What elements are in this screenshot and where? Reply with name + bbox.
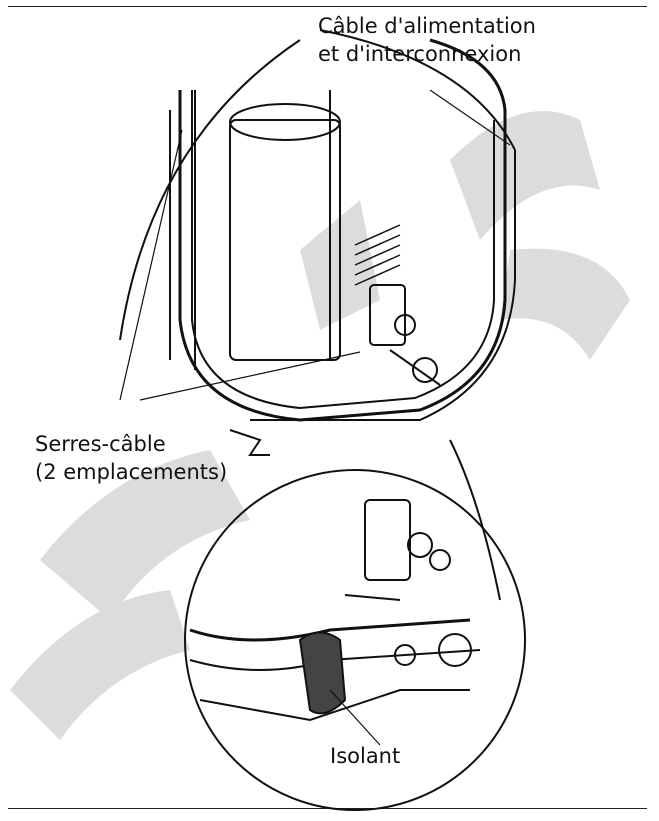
upper-view (119, 29, 516, 456)
cable-label: Câble d'alimentation et d'interconnexion (318, 12, 536, 68)
isolant-label: Isolant (330, 744, 401, 768)
power-cable-inner (191, 90, 495, 410)
leader-serres-1 (119, 129, 183, 401)
leader-serres-2 (139, 351, 361, 401)
watermark (10, 111, 630, 740)
vent-slots (354, 224, 401, 286)
leader-isolant (329, 689, 381, 746)
cable-label-line1: Câble d'alimentation (318, 14, 536, 38)
unit-base (229, 429, 270, 456)
detail-valve-block (364, 499, 411, 581)
power-cable (178, 38, 507, 422)
detail-clamp (344, 594, 401, 601)
magnify-connector (449, 439, 501, 601)
serres-label-line1: Serres-câble (35, 432, 166, 456)
unit-top-edge (319, 29, 516, 151)
unit-arc-outline (119, 39, 301, 341)
compressor-top (229, 103, 341, 141)
serres-label-line2: (2 emplacements) (35, 460, 228, 484)
serres-cable-label: Serres-câble (2 emplacements) (35, 430, 227, 486)
service-valves (369, 284, 441, 386)
detail-cable (189, 618, 471, 642)
unit-right-side (250, 150, 516, 421)
leader-cable (429, 89, 511, 146)
compressor-cylinder (229, 119, 341, 361)
detail-view (184, 469, 526, 811)
insulation-piece (298, 631, 347, 715)
detail-circle (184, 469, 526, 811)
cable-label-line2: et d'interconnexion (318, 42, 522, 66)
top-rule (8, 6, 647, 7)
detail-base (199, 689, 470, 722)
